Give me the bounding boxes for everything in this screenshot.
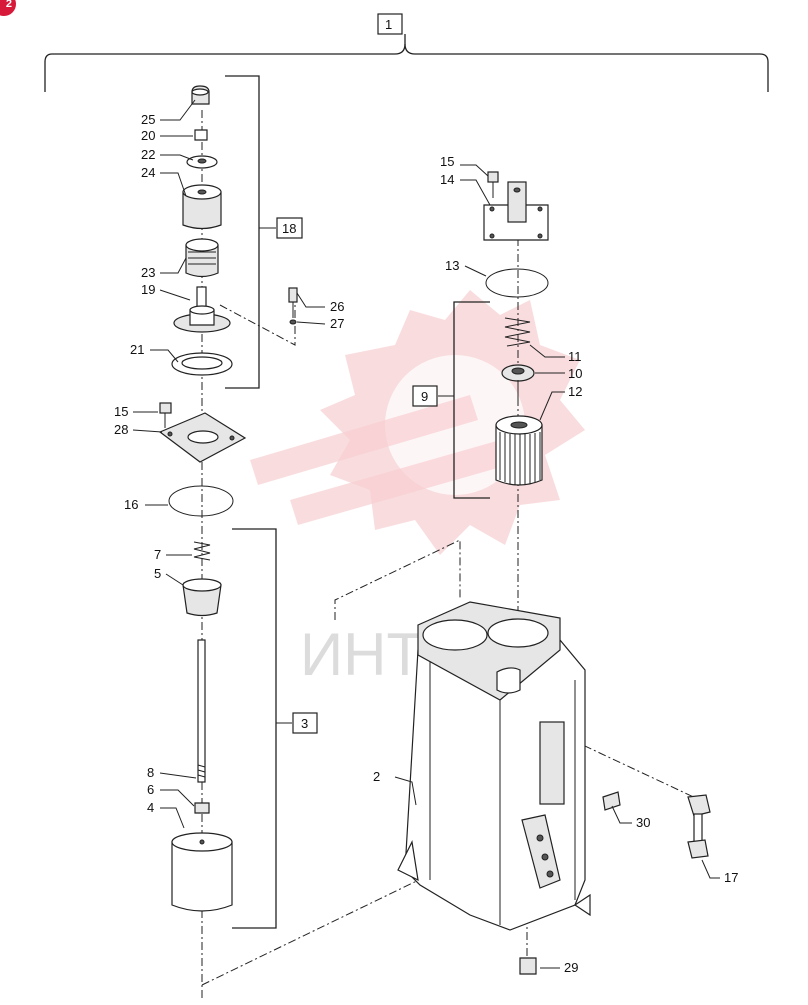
callout-8: 8 [147, 765, 154, 780]
group-3-box [292, 712, 318, 734]
part-17-elbow [687, 794, 711, 859]
group-9-bracket: 9 [412, 301, 490, 499]
group-18-bracket: 18 [225, 75, 303, 389]
callout-2: 2 [373, 769, 380, 784]
page-badge: 2 [0, 0, 16, 16]
part-4-filter [171, 832, 233, 912]
part-26-screw [288, 287, 298, 318]
callout-15-right: 15 [440, 154, 454, 169]
part-15-screw-left [159, 402, 172, 428]
group-3-label: 3 [301, 716, 308, 731]
group-18-box [276, 217, 303, 239]
part-14-cover [483, 181, 549, 241]
assembly-callout-label: 1 [385, 17, 392, 32]
part-29-drain-plug [519, 957, 537, 975]
part-30-fitting [602, 791, 621, 811]
callout-20: 20 [141, 128, 155, 143]
part-6-nut [194, 802, 210, 814]
part-11-spring [504, 317, 531, 347]
assembly-bracket: 1 [44, 13, 769, 92]
callout-19: 19 [141, 282, 155, 297]
part-24-bushing [182, 184, 222, 230]
callout-13: 13 [445, 258, 459, 273]
part-15-screw-right [487, 171, 499, 198]
callout-24: 24 [141, 165, 155, 180]
part-21-gasket [171, 352, 233, 376]
callout-30: 30 [636, 815, 650, 830]
callout-26: 26 [330, 299, 344, 314]
part-2-tank [397, 601, 591, 931]
callout-21: 21 [130, 342, 144, 357]
assembly-callout-box [377, 13, 403, 35]
callout-27: 27 [330, 316, 344, 331]
callout-17: 17 [724, 870, 738, 885]
part-5-plug [182, 578, 222, 617]
callout-7: 7 [154, 547, 161, 562]
callout-6: 6 [147, 782, 154, 797]
part-27-washer [289, 319, 297, 325]
part-20-nut [194, 129, 208, 141]
part-28-plate [158, 412, 247, 463]
part-7-spring [193, 541, 211, 561]
part-25-cap [191, 85, 210, 105]
callout-10: 10 [568, 366, 582, 381]
callout-23: 23 [141, 265, 155, 280]
leader-lines [132, 99, 720, 969]
callout-15-left: 15 [114, 404, 128, 419]
callout-25: 25 [141, 112, 155, 127]
part-19-valve [173, 286, 231, 333]
part-12-filter-element [495, 415, 543, 486]
callout-28: 28 [114, 422, 128, 437]
callout-14: 14 [440, 172, 454, 187]
callout-11: 11 [568, 349, 582, 364]
callout-16: 16 [124, 497, 138, 512]
group-9-box [412, 385, 438, 407]
callout-12: 12 [568, 384, 582, 399]
part-13-o-ring [485, 268, 549, 298]
callout-4: 4 [147, 800, 154, 815]
part-23-gear [185, 238, 219, 278]
callout-22: 22 [141, 147, 155, 162]
callout-29: 29 [564, 960, 578, 975]
callout-labels: 25 20 22 24 23 19 21 15 28 16 7 5 8 6 4 … [114, 112, 738, 975]
part-16-o-ring [168, 485, 234, 517]
part-8-rod [197, 639, 206, 783]
group-18-label: 18 [282, 221, 296, 236]
group-9-label: 9 [421, 389, 428, 404]
part-22-washer [186, 155, 218, 169]
part-10-seat [501, 364, 535, 400]
callout-5: 5 [154, 566, 161, 581]
group-3-bracket: 3 [232, 528, 318, 929]
